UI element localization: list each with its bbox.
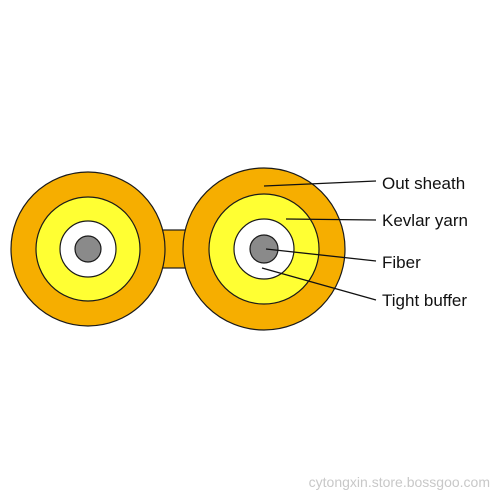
left-fiber-unit (10, 171, 166, 327)
label-fiber: Fiber (382, 253, 421, 272)
label-out-sheath: Out sheath (382, 174, 465, 193)
left-fiber (74, 235, 102, 263)
right-fiber-unit (182, 167, 346, 331)
label-kevlar-yarn: Kevlar yarn (382, 211, 468, 230)
watermark-text: cytongxin.store.bossgoo.com (308, 474, 490, 490)
label-tight-buffer: Tight buffer (382, 291, 467, 310)
leader-kevlar-yarn (285, 218, 377, 221)
leader-tight-buffer (261, 267, 377, 301)
right-fiber (249, 234, 279, 264)
leader-fiber (265, 248, 377, 262)
leader-out-sheath (263, 180, 377, 187)
